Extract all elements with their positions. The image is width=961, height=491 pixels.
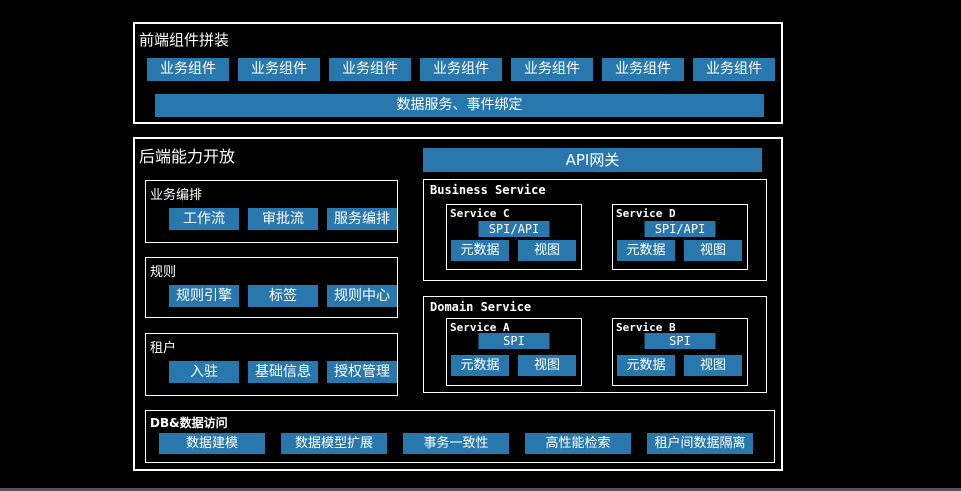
service-box-d: Service D SPI/API 元数据 视图: [612, 204, 748, 270]
service-row: 元数据 视图: [617, 355, 742, 376]
db-capability-box: 事务一致性: [403, 433, 509, 454]
service-row: 元数据 视图: [451, 240, 576, 261]
service-name: Service A: [450, 321, 510, 334]
service-name: Service D: [616, 207, 676, 220]
db-capability-box: 数据模型扩展: [281, 433, 387, 454]
metadata-box: 元数据: [617, 240, 675, 261]
business-component-box: 业务组件: [602, 58, 684, 81]
capability-box: 基础信息: [248, 361, 318, 383]
business-component-box: 业务组件: [147, 58, 229, 81]
frontend-panel-title: 前端组件拼装: [139, 31, 230, 49]
view-box: 视图: [684, 240, 742, 261]
spi-api-box: SPI/API: [644, 221, 716, 237]
view-box: 视图: [684, 355, 742, 376]
business-component-box: 业务组件: [693, 58, 775, 81]
group-business-orchestration: 业务编排 工作流 审批流 服务编排: [145, 180, 398, 243]
business-service-group: Business Service Service C SPI/API 元数据 视…: [423, 179, 767, 281]
domain-service-group: Domain Service Service A SPI 元数据 视图 Serv…: [423, 296, 767, 393]
business-component-box: 业务组件: [329, 58, 411, 81]
capability-box: 授权管理: [327, 361, 397, 383]
api-gateway-bar: API网关: [423, 148, 762, 172]
db-group-title: DB&数据访问: [150, 416, 228, 430]
capability-box: 工作流: [169, 208, 239, 230]
window-bottom-edge: [0, 488, 961, 491]
spi-api-box: SPI/API: [478, 221, 550, 237]
capability-box: 规则中心: [327, 285, 397, 307]
group-title: 租户: [150, 341, 177, 356]
service-name: Service C: [450, 207, 510, 220]
group-row: 规则引擎 标签 规则中心: [169, 285, 397, 307]
capability-box: 规则引擎: [169, 285, 239, 307]
data-service-event-bind-bar: 数据服务、事件绑定: [155, 94, 764, 117]
capability-box: 入驻: [169, 361, 239, 383]
spi-box: SPI: [478, 333, 550, 349]
group-title: 规则: [150, 265, 177, 280]
business-component-row: 业务组件 业务组件 业务组件 业务组件 业务组件 业务组件 业务组件: [147, 58, 775, 81]
service-box-a: Service A SPI 元数据 视图: [446, 318, 582, 386]
frontend-panel: 前端组件拼装 业务组件 业务组件 业务组件 业务组件 业务组件 业务组件 业务组…: [133, 22, 783, 124]
group-row: 入驻 基础信息 授权管理: [169, 361, 397, 383]
metadata-box: 元数据: [451, 240, 509, 261]
db-capability-box: 高性能检索: [525, 433, 631, 454]
capability-box: 服务编排: [327, 208, 397, 230]
view-box: 视图: [518, 355, 576, 376]
business-component-box: 业务组件: [511, 58, 593, 81]
business-component-box: 业务组件: [420, 58, 502, 81]
service-box-b: Service B SPI 元数据 视图: [612, 318, 748, 386]
db-data-access-group: DB&数据访问 数据建模 数据模型扩展 事务一致性 高性能检索 租户间数据隔离: [145, 410, 775, 463]
service-row: 元数据 视图: [617, 240, 742, 261]
service-row: 元数据 视图: [451, 355, 576, 376]
business-component-box: 业务组件: [238, 58, 320, 81]
group-rules: 规则 规则引擎 标签 规则中心: [145, 257, 398, 318]
group-row: 工作流 审批流 服务编排: [169, 208, 397, 230]
spi-box: SPI: [644, 333, 716, 349]
service-box-c: Service C SPI/API 元数据 视图: [446, 204, 582, 270]
service-group-title: Business Service: [430, 183, 546, 197]
db-capability-box: 租户间数据隔离: [647, 433, 753, 454]
view-box: 视图: [518, 240, 576, 261]
db-capability-box: 数据建模: [159, 433, 265, 454]
group-title: 业务编排: [150, 188, 203, 203]
db-row: 数据建模 数据模型扩展 事务一致性 高性能检索 租户间数据隔离: [159, 433, 753, 454]
metadata-box: 元数据: [617, 355, 675, 376]
capability-box: 标签: [248, 285, 318, 307]
group-tenant: 租户 入驻 基础信息 授权管理: [145, 333, 398, 396]
backend-panel: 后端能力开放 业务编排 工作流 审批流 服务编排 规则 规则引擎 标签 规则中心…: [133, 137, 783, 471]
capability-box: 审批流: [248, 208, 318, 230]
service-name: Service B: [616, 321, 676, 334]
metadata-box: 元数据: [451, 355, 509, 376]
backend-panel-title: 后端能力开放: [139, 147, 236, 166]
service-group-title: Domain Service: [430, 300, 532, 314]
